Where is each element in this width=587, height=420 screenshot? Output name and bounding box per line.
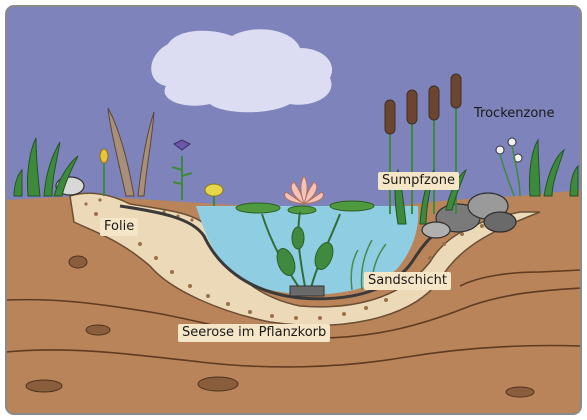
label-seerose: Seerose im Pflanzkorb [178,324,330,342]
label-trockenzone: Trockenzone [470,105,559,123]
label-sumpfzone: Sumpfzone [378,172,459,190]
planting-basket [290,286,324,296]
label-sandschicht: Sandschicht [364,272,451,290]
label-folie: Folie [100,218,138,236]
